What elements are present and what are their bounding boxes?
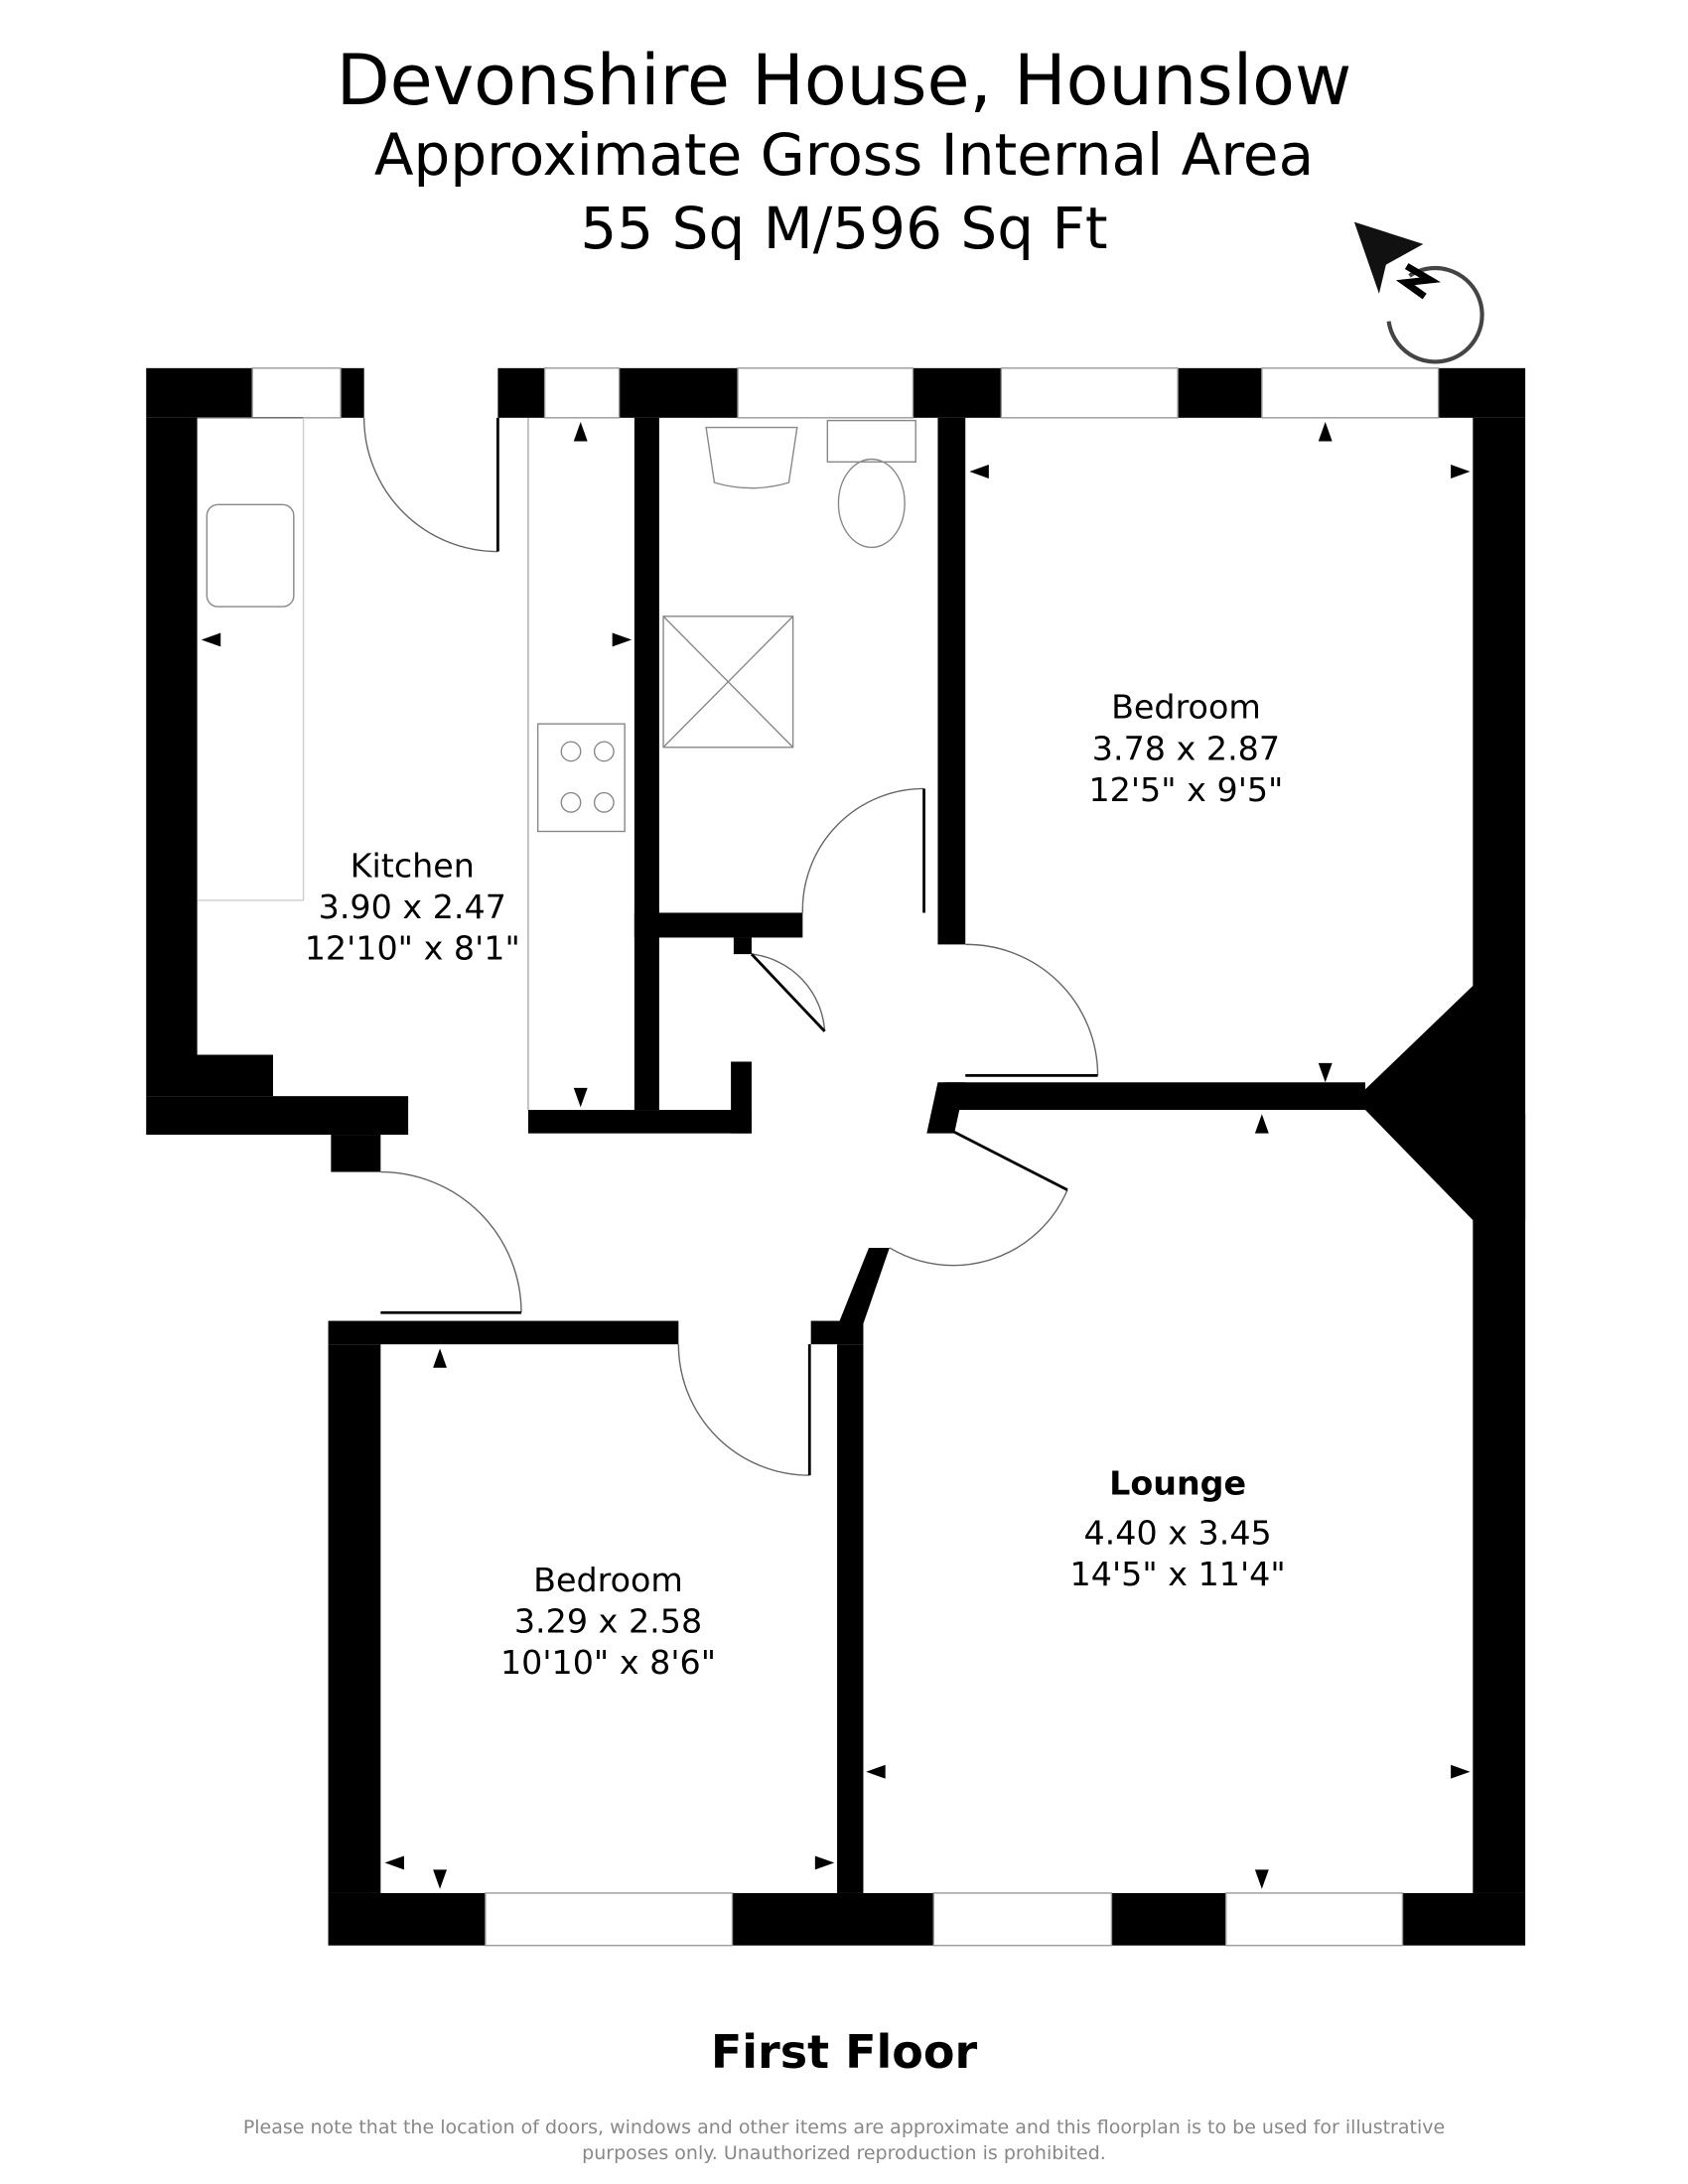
plan-area: 55 Sq M/596 Sq Ft	[580, 195, 1108, 262]
basin-icon	[705, 426, 798, 489]
room-name: Lounge	[1109, 1464, 1246, 1503]
door-swings	[197, 417, 1099, 1476]
room-name: Kitchen	[351, 846, 475, 885]
room-imperial: 10'10" x 8'6"	[500, 1643, 716, 1682]
room-bedroom-2: Bedroom 3.29 x 2.58 10'10" x 8'6"	[500, 1561, 716, 1682]
room-imperial: 12'10" x 8'1"	[305, 929, 520, 968]
north-arrow-icon	[1353, 221, 1484, 364]
plan-subtitle: Approximate Gross Internal Area	[373, 121, 1315, 189]
windows	[251, 367, 1440, 1947]
walls	[146, 367, 1526, 1946]
disclaimer: Please note that the location of doors, …	[242, 2116, 1446, 2164]
room-metric: 4.40 x 3.45	[1083, 1514, 1271, 1553]
room-name: Bedroom	[1111, 688, 1261, 727]
room-metric: 3.78 x 2.87	[1092, 729, 1280, 767]
room-kitchen: Kitchen 3.90 x 2.47 12'10" x 8'1"	[305, 846, 520, 967]
room-imperial: 12'5" x 9'5"	[1088, 770, 1283, 809]
room-metric: 3.29 x 2.58	[514, 1601, 702, 1640]
fixtures	[206, 419, 916, 833]
room-metric: 3.90 x 2.47	[319, 887, 506, 926]
room-lounge: Lounge 4.40 x 3.45 14'5" x 11'4"	[1070, 1464, 1286, 1594]
hob-icon	[536, 723, 626, 833]
floor-label: First Floor	[710, 2025, 978, 2079]
plan-title: Devonshire House, Hounslow	[336, 40, 1352, 121]
room-bedroom-1: Bedroom 3.78 x 2.87 12'5" x 9'5"	[1088, 688, 1283, 809]
toilet-cistern-icon	[826, 419, 916, 463]
shower-tray-icon	[662, 615, 794, 749]
toilet-icon	[837, 458, 906, 549]
sink-icon	[206, 503, 295, 608]
room-imperial: 14'5" x 11'4"	[1070, 1555, 1286, 1593]
dimension-arrows	[201, 422, 1471, 1889]
room-name: Bedroom	[533, 1561, 683, 1599]
